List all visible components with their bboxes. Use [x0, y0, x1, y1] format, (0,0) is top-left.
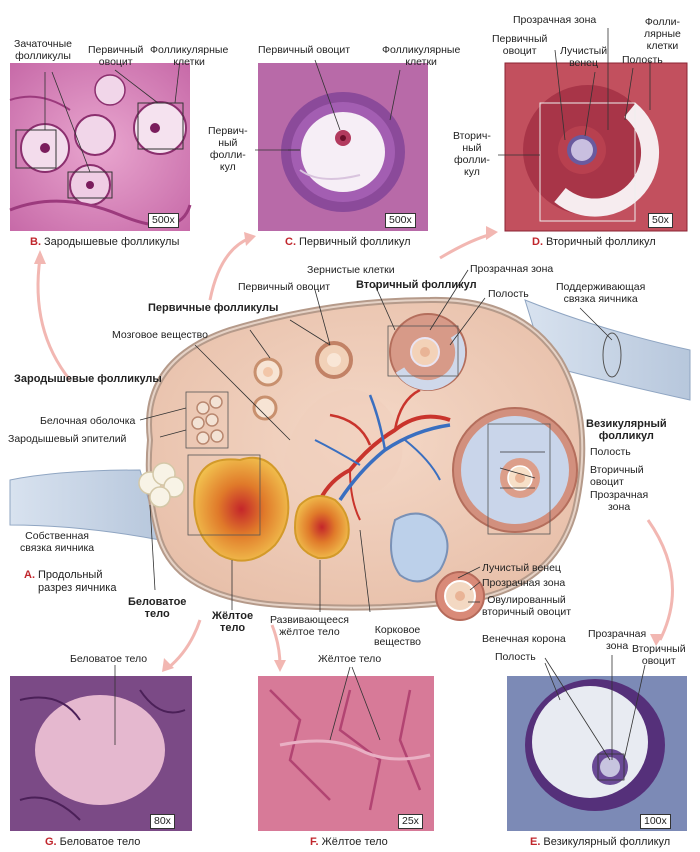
- label-suspensory: Поддерживающая связка яичника: [556, 281, 646, 305]
- caption-b-text: Зародышевые фолликулы: [44, 236, 180, 248]
- flow-arrows: [36, 232, 674, 670]
- label-e-corona: Венечная корона: [482, 633, 566, 645]
- caption-c-text: Первичный фолликул: [299, 236, 411, 248]
- label-f-luteum: Жёлтое тело: [318, 653, 382, 665]
- micrograph-b: [9, 63, 192, 231]
- label-e-zona: Прозрачная зона: [588, 628, 647, 652]
- label-secondary-oocyte: Вторичный овоцит: [590, 464, 644, 488]
- micrograph-f: [258, 676, 434, 831]
- corpus-albicans: [138, 462, 185, 508]
- leader-lines: [44, 28, 651, 761]
- label-corpus-albicans: Беловатое тело: [128, 596, 187, 620]
- label-d-follicular-cells: Фолли- лярные клетки: [644, 16, 681, 52]
- label-corpus-luteum: Жёлтое тело: [212, 610, 254, 634]
- micrograph-e: [507, 676, 687, 831]
- arrow-heads: [34, 226, 664, 672]
- mag-c: 500x: [385, 213, 416, 228]
- micrograph-c: [258, 63, 428, 231]
- caption-g-letter: G.: [45, 836, 57, 848]
- label-secondary-follicle: Вторичный фолликул: [356, 279, 477, 291]
- caption-a: A.Продольный разрез яичника: [24, 569, 116, 595]
- label-albuginea: Белочная оболочка: [40, 415, 136, 427]
- label-c-primary-oocyte: Первичный овоцит: [258, 44, 351, 56]
- caption-f-text: Жёлтое тело: [321, 836, 388, 848]
- label-germinal-epithelium: Зародышевый эпителий: [8, 433, 127, 445]
- label-cortex: Корковое вещество: [374, 624, 422, 648]
- caption-e-letter: E.: [530, 836, 541, 848]
- mag-g: 80x: [150, 814, 175, 829]
- micrograph-d: [504, 62, 688, 232]
- vesicular-follicle: [452, 407, 578, 535]
- mag-d: 50x: [648, 213, 673, 228]
- caption-e-text: Везикулярный фолликул: [543, 836, 671, 848]
- label-b-rudimentary: Зачаточные фолликулы: [14, 38, 72, 62]
- caption-c: C.Первичный фолликул: [285, 236, 411, 248]
- label-d-secondary-follicle: Вторич- ный фолли- кул: [453, 130, 491, 178]
- caption-d-text: Вторичный фолликул: [546, 236, 656, 248]
- label-g-albicans: Беловатое тело: [70, 653, 148, 665]
- label-primordial: Зародышевые фолликулы: [14, 373, 162, 385]
- caption-c-letter: C.: [285, 236, 296, 248]
- mag-e: 100x: [640, 814, 671, 829]
- caption-g: G.Беловатое тело: [45, 836, 140, 848]
- caption-a-letter: A.: [24, 569, 35, 581]
- label-developing-luteum: Развивающееся жёлтое тело: [270, 614, 349, 638]
- label-e-secondary-oocyte: Вторичный овоцит: [632, 643, 686, 667]
- ovulated-oocyte: [435, 571, 485, 621]
- caption-f-letter: F.: [310, 836, 319, 848]
- label-c-follicular-cells: Фолликулярные клетки: [382, 44, 461, 68]
- label-d-antrum: Полость: [622, 54, 663, 66]
- label-antrum-top: Полость: [488, 288, 529, 300]
- caption-a-text: Продольный разрез яичника: [38, 569, 117, 594]
- caption-f: F.Жёлтое тело: [310, 836, 388, 848]
- label-antrum-mid: Полость: [590, 446, 631, 458]
- caption-g-text: Беловатое тело: [59, 836, 141, 848]
- micrograph-g: [10, 676, 192, 831]
- label-c-primary-follicle: Первич- ный фолли- кул: [208, 125, 248, 173]
- label-proper-ligament: Собственная связка яичника: [20, 530, 95, 554]
- ruptured-follicle: [390, 512, 449, 583]
- mag-b: 500x: [148, 213, 179, 228]
- primordial-follicles-cluster: [185, 391, 229, 449]
- label-d-corona: Лучистый венец: [560, 45, 608, 69]
- label-vesicular: Везикулярный фолликул: [586, 418, 667, 442]
- primary-follicles: [252, 341, 353, 421]
- label-primary-follicles: Первичные фолликулы: [148, 302, 279, 314]
- blood-vessels: [314, 388, 451, 521]
- secondary-follicle: [387, 313, 467, 391]
- label-medulla: Мозговое вещество: [112, 329, 208, 341]
- label-zona-top: Прозрачная зона: [470, 263, 554, 275]
- mag-f: 25x: [398, 814, 423, 829]
- ovarian-ligaments: [9, 299, 691, 541]
- caption-d-letter: D.: [532, 236, 543, 248]
- label-granulosa: Зернистые клетки: [307, 264, 395, 276]
- developing-corpus-luteum: [293, 495, 350, 560]
- label-ovulated-oocyte: Овулированный вторичный овоцит: [482, 594, 572, 618]
- label-b-follicular-cells: Фолликулярные клетки: [150, 44, 229, 68]
- caption-b-letter: B.: [30, 236, 41, 248]
- label-corona: Лучистый венец: [482, 562, 561, 574]
- caption-e: E.Везикулярный фолликул: [530, 836, 670, 848]
- caption-d: D.Вторичный фолликул: [532, 236, 656, 248]
- label-e-antrum: Полость: [495, 651, 536, 663]
- corpus-luteum: [187, 454, 290, 562]
- label-d-zona: Прозрачная зона: [513, 14, 597, 26]
- label-primary-oocyte: Первичный овоцит: [238, 281, 331, 293]
- label-zona-mid: Прозрачная зона: [590, 489, 649, 513]
- label-d-primary-oocyte: Первичный овоцит: [492, 33, 548, 57]
- caption-b: B.Зародышевые фолликулы: [30, 236, 179, 248]
- label-b-primary-oocyte: Первичный овоцит: [88, 44, 144, 68]
- label-zona-low: Прозрачная зона: [482, 577, 566, 589]
